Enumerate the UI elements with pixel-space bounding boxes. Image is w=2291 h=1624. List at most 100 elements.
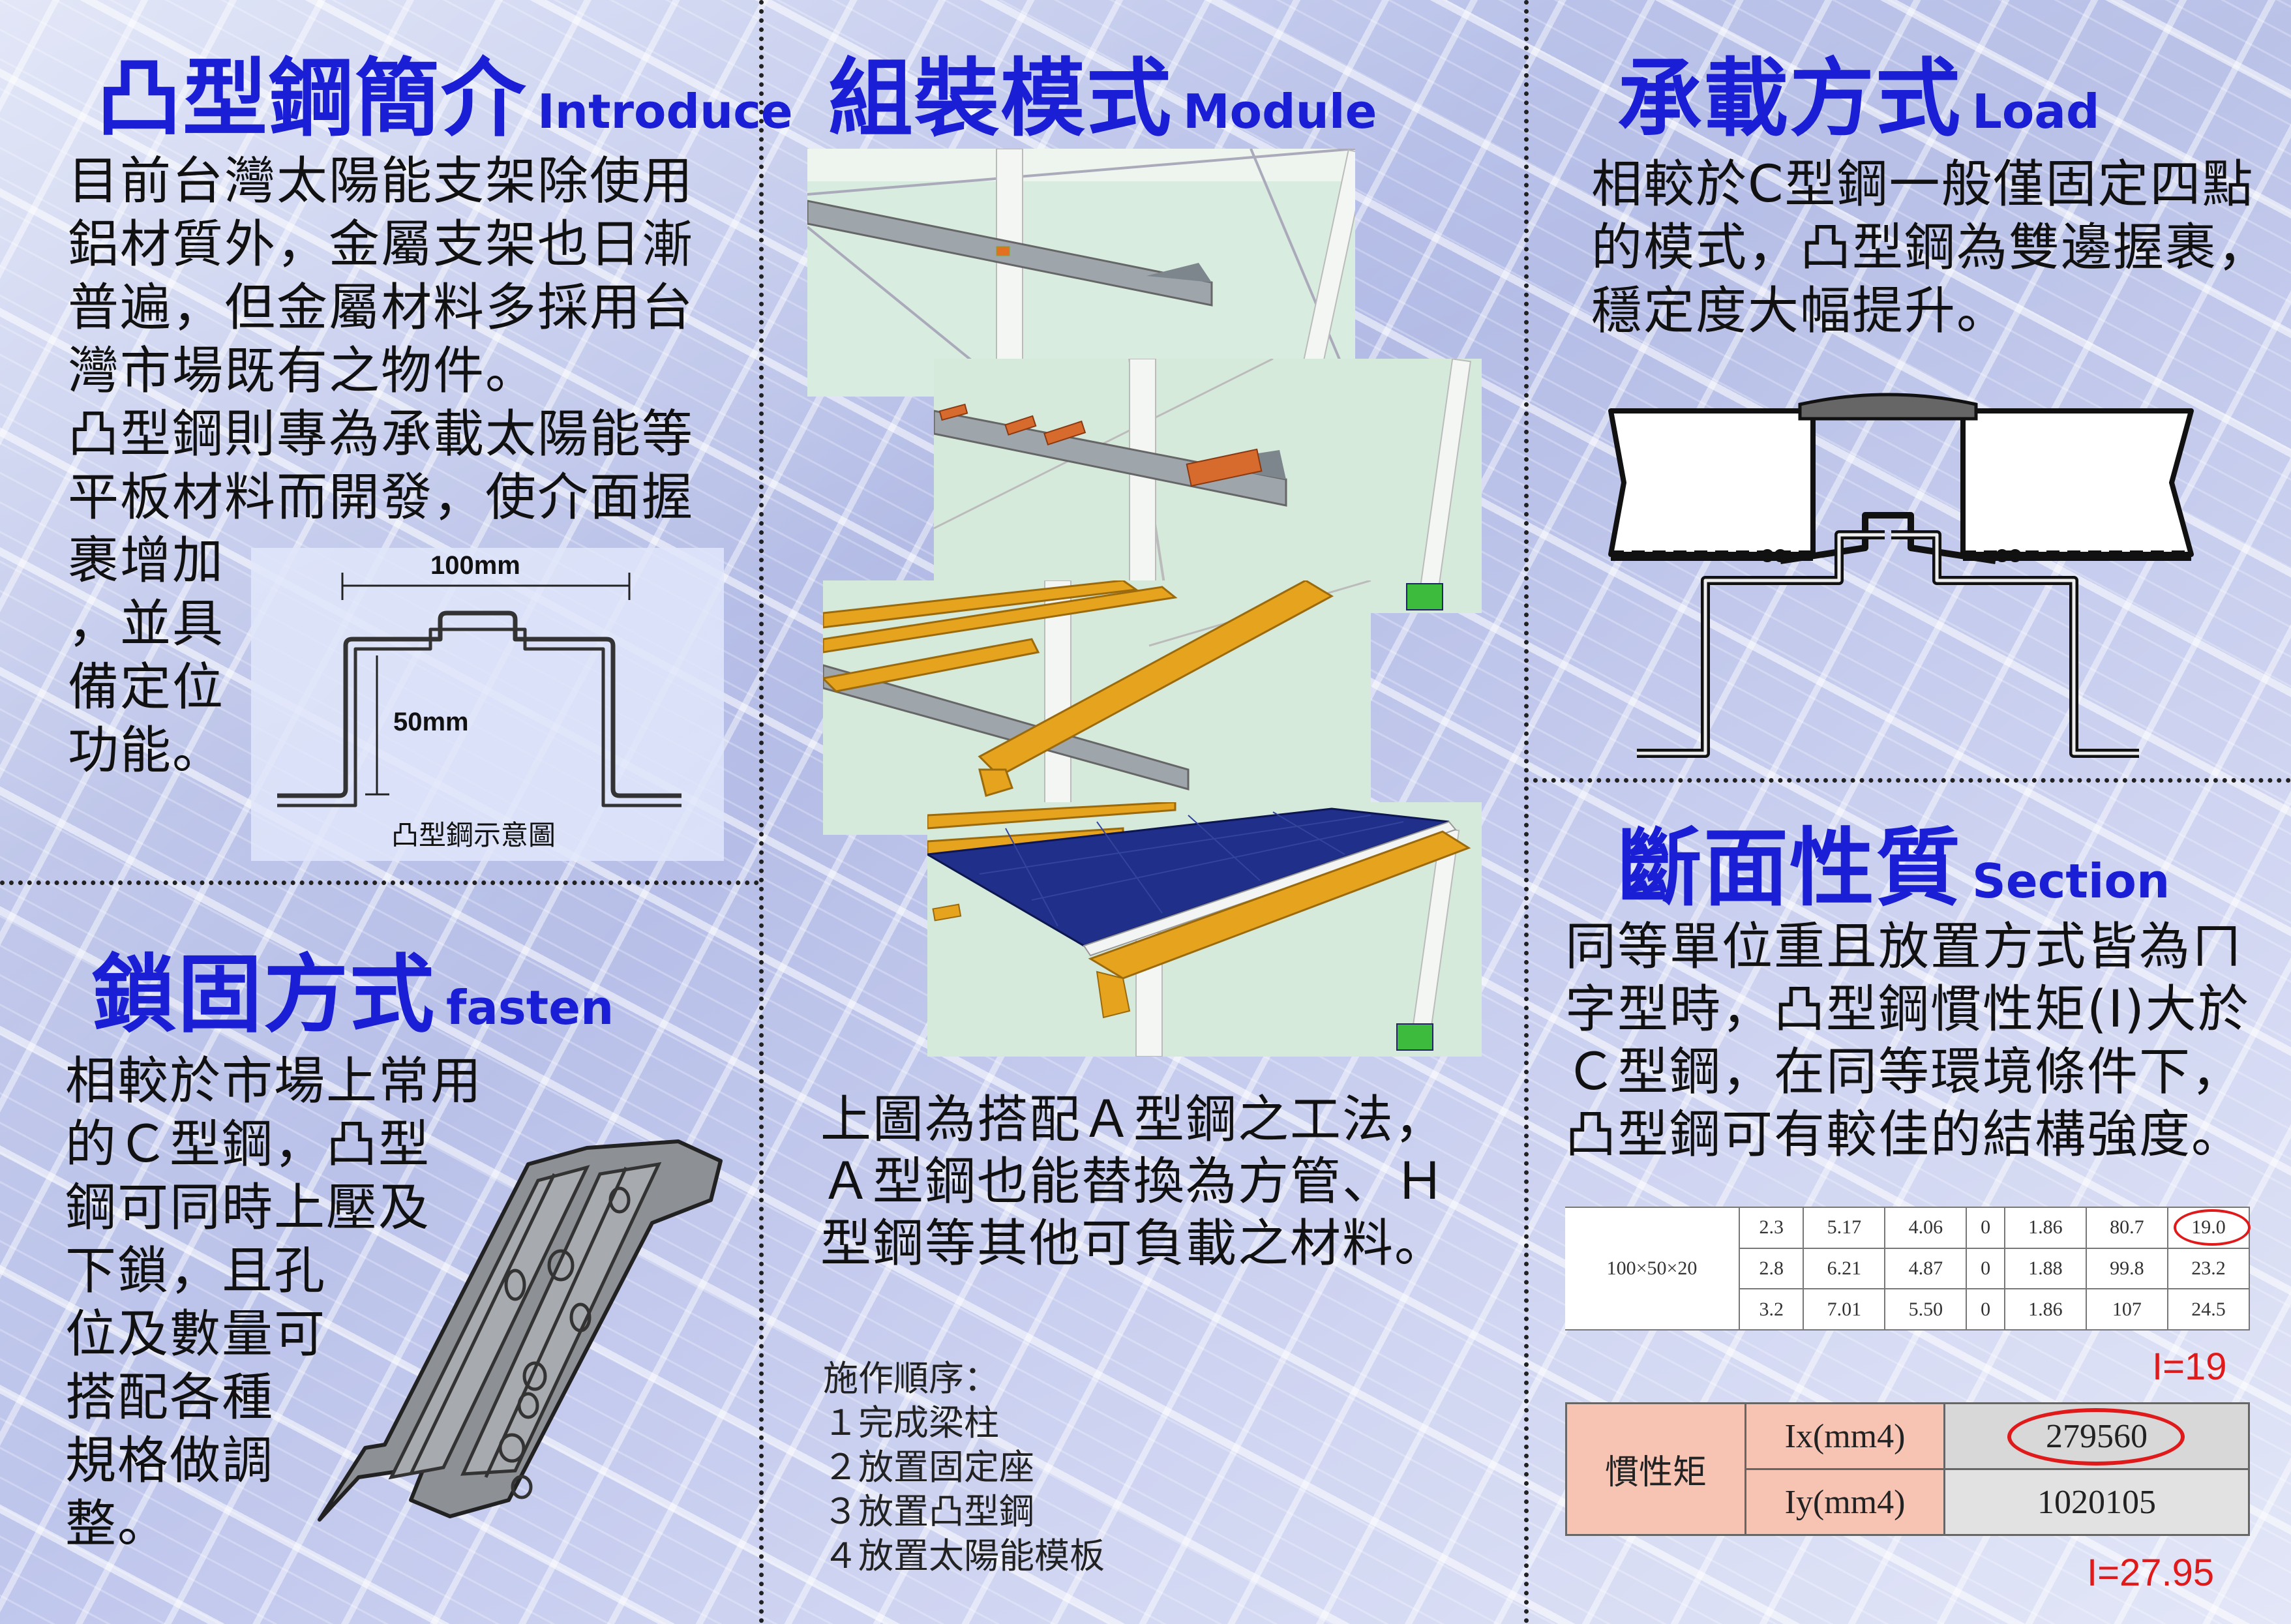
section-title-en: Section [1972,854,2170,909]
fasten-line: 搭配各種 [65,1368,275,1427]
table-row: Iy(mm4) 1020105 [1566,1468,2250,1536]
module-steps: 施作順序： １完成梁柱 ２放置固定座 ３放置凸型鋼 ４放置太陽能模板 [823,1357,1105,1578]
intro-line: 功能。 [68,721,225,780]
table-cell: 2.3 [1738,1207,1804,1249]
table-cell: 4.87 [1884,1247,1968,1290]
section-line: 字型時，凸型鋼慣性矩(I)大於 [1565,980,2250,1039]
section-properties-table: 100×50×20 2.3 5.17 4.06 0 1.86 80.7 19.0… [1565,1207,2251,1331]
intro-line: 普遍，但金屬材料多採用台 [68,278,695,337]
highlight-circle [2173,1209,2251,1246]
table-cell: 24.5 [2166,1288,2251,1331]
width-label: 100mm [430,551,520,580]
profile-drawing: 100mm 50mm 凸型鋼示意圖 [277,551,681,851]
intro-line: 目前台灣太陽能支架除使用 [68,152,695,211]
fasten-line: 整。 [65,1495,170,1554]
divider-right-horizontal [1524,778,2291,783]
module-title-en: Module [1183,84,1377,139]
table-cell: 4.06 [1884,1207,1968,1249]
divider-left-horizontal [0,880,759,885]
inertia-note-2: I=27.95 [2087,1552,2215,1594]
table-cell: 7.01 [1803,1288,1886,1331]
table-cell-spec: 100×50×20 [1565,1207,1740,1331]
intro-text: 目前台灣太陽能支架除使用 鋁材質外，金屬支架也日漸 普遍，但金屬材料多採用台 灣… [68,150,694,783]
fasten-line: 規格做調 [65,1432,275,1490]
inertia-table: 慣性矩 Ix(mm4) 279560 Iy(mm4) 1020105 [1565,1402,2250,1536]
fasten-title-en: fasten [446,980,614,1035]
fasten-line: 相較於市場上常用 [65,1052,483,1111]
table-cell: 1.88 [2003,1247,2087,1290]
fasten-text: 相較於市場上常用 的Ｃ型鋼，凸型 鋼可同時上壓及 下鎖，且孔 位及數量可 搭配各… [65,1050,483,1556]
section-line: 凸型鋼可有較佳的結構強度。 [1565,1105,2244,1164]
profile-diagram: 100mm 50mm 凸型鋼示意圖 [251,548,724,861]
inertia-note-1: I=19 [2152,1346,2227,1388]
load-line: 穩定度大幅提升。 [1591,282,2009,340]
table-cell: 0 [1966,1288,2005,1331]
ix-label: Ix(mm4) [1744,1402,1945,1470]
module-line: 型鋼等其他可負載之材料。 [820,1214,1447,1273]
step-item: ３放置凸型鋼 [823,1491,1034,1532]
module-step2-image [934,359,1482,613]
intro-line: 裹增加 [68,532,225,590]
fasten-line: 下鎖，且孔 [65,1242,327,1301]
table-row: 3.2 7.01 5.50 0 1.86 107 24.5 [1565,1288,2251,1331]
fasten-line: 的Ｃ型鋼，凸型 [65,1115,431,1174]
load-line: 相較於C型鋼一般僅固定四點 [1591,155,2254,214]
intro-line: 備定位 [68,658,225,717]
inertia-label: 慣性矩 [1565,1402,1746,1536]
table-row: 慣性矩 Ix(mm4) 279560 [1565,1402,2250,1536]
table-cell: 5.50 [1884,1288,1968,1331]
fasten-line: 位及數量可 [65,1305,327,1364]
section-title-zh: 斷面性質 [1617,819,1962,918]
diagram-caption: 凸型鋼示意圖 [391,819,556,851]
section-line: Ｃ型鋼，在同等環境條件下， [1565,1043,2244,1102]
table-cell-highlighted: 19.0 [2166,1207,2251,1249]
section-text: 同等單位重且放置方式皆為ㄇ 字型時，凸型鋼慣性矩(I)大於 Ｃ型鋼，在同等環境條… [1565,916,2250,1166]
module-line: Ａ型鋼也能替換為方管、Ｈ [820,1152,1447,1211]
table-cell: 1.86 [2003,1288,2087,1331]
intro-line: 平板材料而開發，使介面握 [68,468,695,527]
highlight-circle [2007,1408,2185,1466]
module-step4-image [927,802,1482,1057]
intro-title-en: Introduce [537,84,793,139]
module-text: 上圖為搭配Ａ型鋼之工法， Ａ型鋼也能替換為方管、Ｈ 型鋼等其他可負載之材料。 [820,1089,1446,1275]
intro-line: 鋁材質外，金屬支架也日漸 [68,215,695,274]
intro-line: 凸型鋼則專為承載太陽能等 [68,405,695,464]
load-title-en: Load [1972,84,2100,139]
table-cell: 23.2 [2166,1247,2251,1290]
module-line: 上圖為搭配Ａ型鋼之工法， [820,1090,1447,1149]
ix-value-cell: 279560 [1943,1402,2250,1470]
table-cell: 0 [1966,1207,2005,1249]
load-text: 相較於C型鋼一般僅固定四點 的模式，凸型鋼為雙邊握裹， 穩定度大幅提升。 [1591,153,2269,343]
module-step1-image [807,149,1355,397]
divider-left [759,0,764,1624]
step-item: ２放置固定座 [823,1447,1034,1488]
table-cell: 2.8 [1738,1247,1804,1290]
load-title-zh: 承載方式 [1617,49,1962,148]
step-item: １完成梁柱 [823,1402,999,1443]
fasten-line: 鋼可同時上壓及 [65,1179,431,1237]
table-cell: 6.21 [1803,1247,1886,1290]
table-cell: 0 [1966,1247,2005,1290]
fasten-title-zh: 鎖固方式 [91,945,436,1044]
load-section-diagram [1608,393,2194,758]
table-row: 2.8 6.21 4.87 0 1.88 99.8 23.2 [1565,1247,2251,1290]
iy-value: 1020105 [1943,1468,2250,1536]
section-line: 同等單位重且放置方式皆為ㄇ [1565,918,2244,976]
steel-rail-3d-illustration [318,1139,723,1522]
table-cell: 3.2 [1738,1288,1804,1331]
table-cell: 1.86 [2003,1207,2087,1249]
table-cell: 99.8 [2085,1247,2168,1290]
table-cell: 5.17 [1803,1207,1886,1249]
step-item: ４放置太陽能模板 [823,1535,1105,1576]
intro-title-zh: 凸型鋼簡介 [97,49,528,148]
divider-right [1524,0,1529,1624]
iy-label: Iy(mm4) [1744,1468,1945,1536]
table-cell: 107 [2085,1288,2168,1331]
module-step3-image [823,580,1371,835]
module-title-zh: 組裝模式 [828,49,1173,148]
